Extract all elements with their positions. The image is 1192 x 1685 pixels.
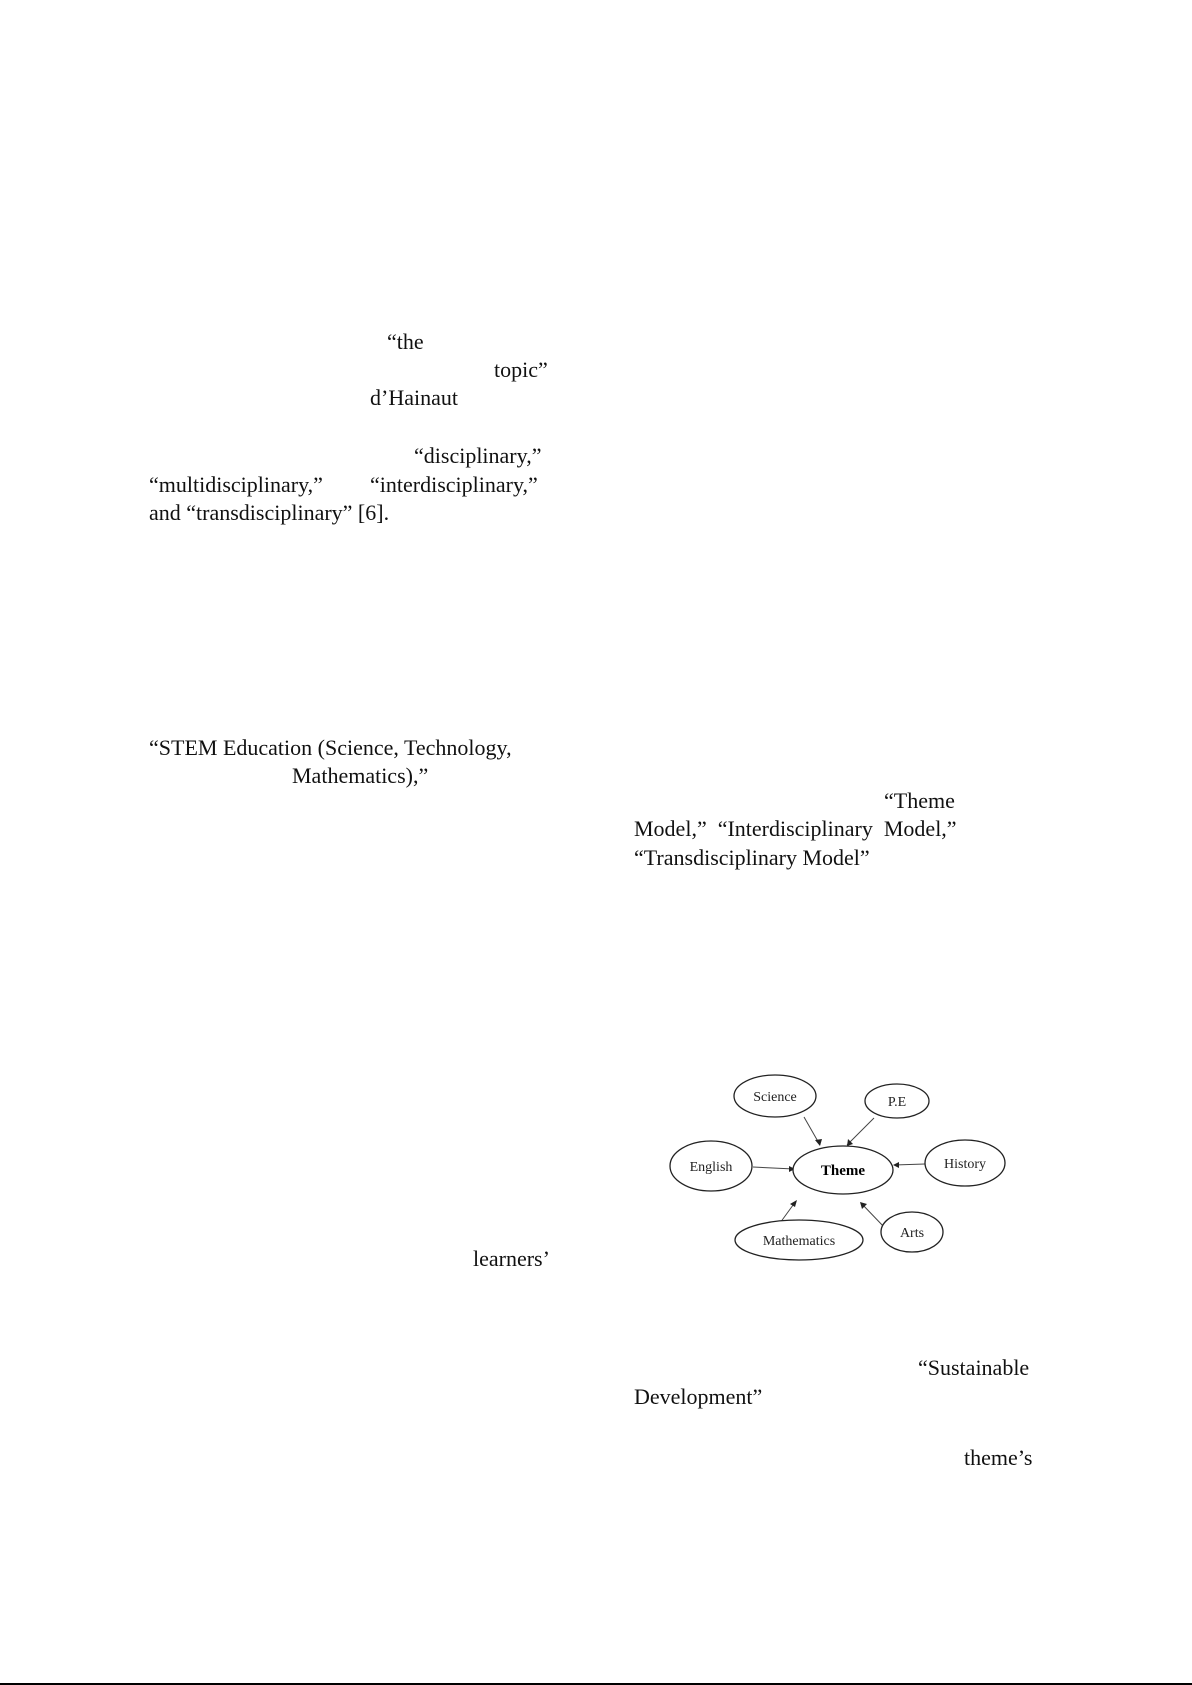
text-development: Development” bbox=[634, 1384, 763, 1409]
node-english bbox=[669, 1140, 753, 1192]
arrowhead-history bbox=[893, 1162, 899, 1168]
node-science-label: Science bbox=[753, 1090, 797, 1105]
text-transdisciplinary-model: “Transdisciplinary Model” bbox=[634, 845, 870, 870]
bottom-rule bbox=[0, 1683, 1192, 1685]
node-history-label: History bbox=[944, 1157, 986, 1172]
connector-history bbox=[893, 1163, 926, 1166]
arrowhead-mathematics bbox=[790, 1200, 797, 1207]
connector-english bbox=[752, 1166, 795, 1170]
text-interdisciplinary: “interdisciplinary,” bbox=[370, 472, 538, 497]
text-stem-line-2: Mathematics),” bbox=[292, 763, 429, 788]
connector-pe bbox=[846, 1117, 875, 1146]
arrowhead-science bbox=[815, 1139, 822, 1146]
text-transdisciplinary: and “transdisciplinary” [6]. bbox=[149, 500, 390, 525]
text-dhainaut: d’Hainaut bbox=[370, 385, 458, 410]
node-mathematics-label: Mathematics bbox=[763, 1234, 835, 1249]
node-arts-label: Arts bbox=[900, 1226, 924, 1241]
node-theme bbox=[792, 1145, 894, 1195]
text-models-line: Model,” “Interdisciplinary Model,” bbox=[634, 816, 957, 841]
node-pe-label: P.E bbox=[888, 1095, 906, 1110]
text-the: “the bbox=[387, 329, 424, 354]
node-history bbox=[924, 1139, 1006, 1187]
text-sustainable: “Sustainable bbox=[918, 1355, 1030, 1380]
theme-model-diagram: Science P.E English Theme History Mathem… bbox=[669, 1074, 1006, 1261]
arrowhead-arts bbox=[860, 1202, 867, 1209]
arrowhead-english bbox=[789, 1166, 795, 1172]
connector-arts bbox=[860, 1202, 886, 1229]
text-themes: theme’s bbox=[964, 1445, 1033, 1470]
text-multidisciplinary: “multidisciplinary,” bbox=[149, 472, 323, 497]
text-disciplinary: “disciplinary,” bbox=[414, 443, 542, 468]
node-english-label: English bbox=[690, 1160, 733, 1175]
node-mathematics bbox=[734, 1219, 864, 1261]
text-learners: learners’ bbox=[473, 1246, 550, 1271]
text-theme-quote: “Theme bbox=[884, 788, 955, 813]
text-topic: topic” bbox=[494, 357, 548, 382]
arrowhead-pe bbox=[847, 1139, 853, 1146]
node-theme-label: Theme bbox=[821, 1163, 866, 1179]
node-pe bbox=[864, 1083, 930, 1119]
node-science bbox=[733, 1074, 817, 1118]
text-stem-line-1: “STEM Education (Science, Technology, bbox=[149, 735, 512, 760]
node-arts bbox=[880, 1211, 944, 1253]
